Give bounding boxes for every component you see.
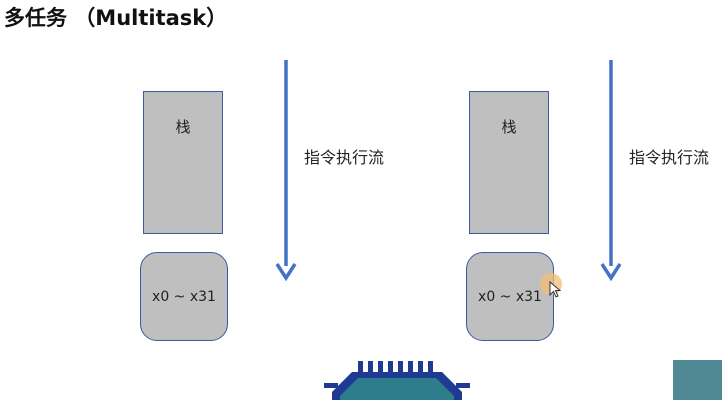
task-2-flow-label: 指令执行流 (629, 148, 710, 167)
task-2-down-arrow-icon (600, 60, 622, 282)
task-1-down-arrow-icon (275, 60, 297, 282)
task-2-registers-label: x0 ~ x31 (478, 288, 542, 305)
task-1-stack-label: 栈 (175, 118, 191, 136)
task-1-registers-label: x0 ~ x31 (152, 288, 216, 305)
task-1-registers-box: x0 ~ x31 (140, 252, 228, 341)
task-1-flow-label: 指令执行流 (304, 148, 385, 167)
task-2-stack-label: 栈 (501, 118, 517, 136)
task-2-stack-box: 栈 (469, 91, 549, 234)
task-1-stack-box: 栈 (143, 91, 223, 234)
cpu-chip-icon (324, 361, 470, 400)
side-panel-block (673, 360, 722, 400)
mouse-pointer-icon (549, 281, 562, 298)
page-title: 多任务 （Multitask） (4, 6, 228, 30)
task-2-registers-box: x0 ~ x31 (466, 252, 554, 341)
